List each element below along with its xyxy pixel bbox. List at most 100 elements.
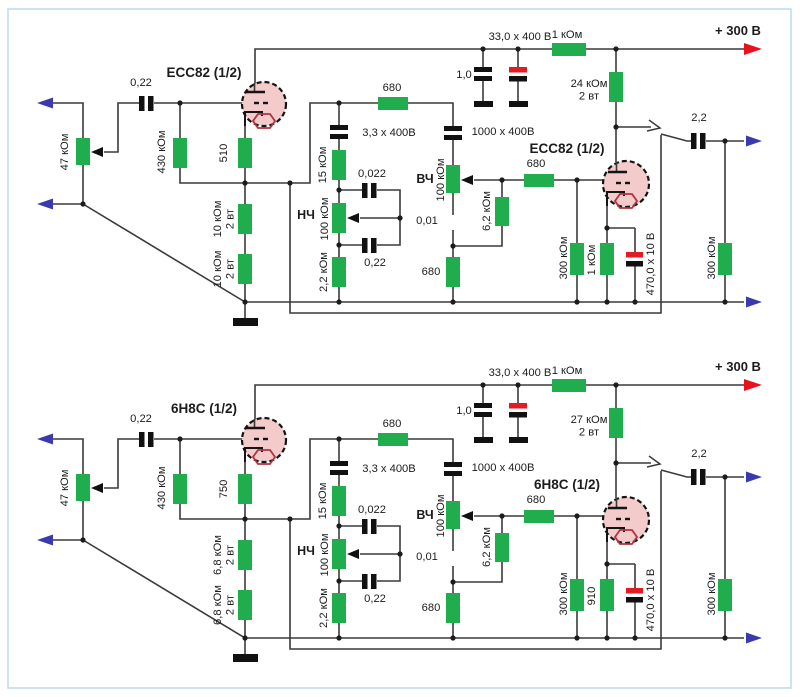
resistor-lf-resistor-2k2 (332, 593, 346, 623)
wire (179, 168, 245, 184)
junction-dot (722, 299, 728, 305)
electrolytic-capacitor-minus-plate (509, 76, 527, 82)
junction-dot (632, 635, 638, 641)
junction-dot (574, 513, 580, 519)
component-label: НЧ (297, 208, 315, 222)
potentiometer-wiper-icon (91, 147, 103, 157)
component-label: 6,2 кОм (481, 527, 493, 567)
resistor-lf-resistor-15k (332, 486, 346, 516)
component-label: 750 (218, 480, 230, 499)
component-label: 300 кОм (706, 572, 718, 615)
component-label: ECC82 (1/2) (529, 141, 604, 156)
potentiometer-wiper-icon (461, 175, 473, 185)
junction-dot (604, 635, 610, 641)
capacitor-plate (362, 574, 368, 589)
component-label: 10 кОм2 вт (212, 201, 237, 238)
component-label: 1 кОм (552, 29, 583, 41)
resistor-plate-resistor (609, 72, 623, 102)
ground-icon (233, 654, 258, 662)
junction-dot (515, 46, 521, 52)
capacitor-plate (474, 403, 492, 408)
resistor-volume-pot-47k (76, 138, 90, 165)
component-label: + 300 В (715, 23, 761, 38)
junction-dot (80, 201, 86, 207)
electrolytic-capacitor-minus-plate (626, 261, 643, 267)
junction-dot (80, 537, 86, 543)
resistor-cathode-resistor-2 (600, 243, 614, 275)
resistor-cathode-resistor-1 (238, 138, 252, 168)
resistor-output-load-300k (718, 243, 732, 275)
resistor-cathode-resistor-2 (600, 579, 614, 611)
capacitor-plate (474, 412, 492, 417)
wire (254, 384, 744, 420)
component-label: 680 (422, 266, 441, 278)
component-label: 1000 x 400В (472, 462, 535, 474)
capacitor-plate (474, 76, 492, 81)
tube-heater-icon (613, 193, 639, 209)
component-label: 10 кОм2 вт (212, 251, 237, 288)
junction-dot (480, 46, 486, 52)
wire (660, 133, 691, 142)
component-label: 300 кОм (706, 236, 718, 279)
component-label: 2,2 (691, 112, 707, 124)
component-label: 3,3 x 400В (362, 127, 416, 139)
wire (453, 562, 503, 583)
capacitor-plate (444, 126, 462, 131)
ground-icon (509, 437, 528, 443)
junction-dot (480, 382, 486, 388)
signal-terminal-arrow-icon (37, 97, 53, 109)
component-label: 15 кОм (317, 483, 329, 520)
junction-dot (242, 299, 248, 305)
capacitor-plate (362, 183, 368, 198)
component-label: 47 кОм (59, 134, 71, 171)
resistor-grid-leak-300k (570, 579, 584, 611)
component-label: 100 кОм (435, 158, 447, 201)
resistor-hf-resistor-680 (446, 593, 460, 623)
resistor-lf-pot-100k (332, 539, 346, 569)
wire (104, 102, 139, 153)
capacitor-plate (371, 238, 377, 253)
component-label: + 300 В (715, 359, 761, 374)
resistor-hf-resistor-680 (446, 257, 460, 287)
capacitor-plate (691, 133, 697, 149)
component-label: 680 (527, 494, 546, 506)
wire (289, 135, 662, 314)
wire (724, 275, 744, 303)
capacitor-plate (444, 135, 462, 140)
resistor-hf-resistor-6k2 (495, 197, 509, 226)
potentiometer-wiper-icon (347, 549, 359, 559)
capacitor-plate (139, 432, 145, 447)
component-label: ВЧ (416, 172, 433, 186)
electrolytic-capacitor-plus-plate (509, 403, 527, 409)
component-label: 3,3 x 400В (362, 463, 416, 475)
component-label: 100 кОм (319, 533, 331, 576)
resistor-cathode-resistor-1 (238, 474, 252, 504)
resistor-grid-leak-300k (570, 243, 584, 275)
wire (82, 539, 246, 639)
junction-dot (604, 561, 610, 567)
junction-dot (574, 635, 580, 641)
ground-icon (474, 437, 493, 443)
signal-terminal-arrow-icon (37, 534, 53, 546)
junction-dot (450, 243, 456, 249)
wire (254, 48, 744, 84)
resistor-output-load-300k (718, 579, 732, 611)
electrolytic-capacitor-minus-plate (509, 412, 527, 418)
resistor-lf-pot-100k (332, 203, 346, 233)
component-label: 680 (383, 82, 402, 94)
resistor-grid-resistor-430k (173, 474, 187, 504)
capacitor-plate (700, 133, 706, 149)
signal-terminal-arrow-icon (746, 296, 762, 308)
junction-dot (242, 635, 248, 641)
junction-dot (604, 225, 610, 231)
component-label: 0,22 (364, 257, 386, 269)
potentiometer-wiper-icon (461, 511, 473, 521)
capacitor-plate (148, 96, 154, 111)
capacitor-plate (700, 469, 706, 485)
triode-tube-icon (601, 495, 651, 545)
component-label: 1 кОм (586, 245, 598, 276)
